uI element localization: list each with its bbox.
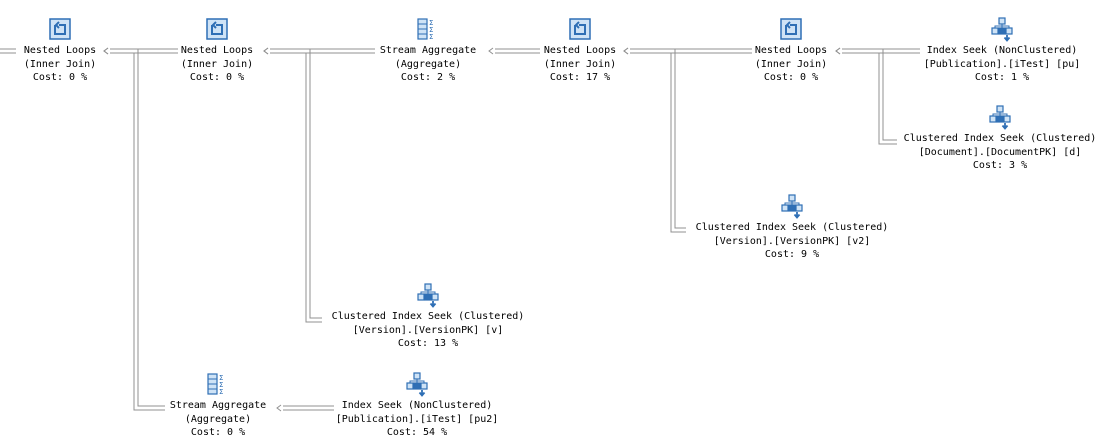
link-n1-n10-arrow [103, 47, 109, 55]
operator-cost: Cost: 9 % [764, 249, 820, 260]
operator-name: Nested Loops [754, 45, 828, 56]
operator-cost: Cost: 0 % [763, 72, 819, 83]
operator-nested-loops-2[interactable]: Nested Loops (Inner Join) Cost: 0 % [165, 16, 269, 85]
link-n5-n7-rail-a [842, 48, 897, 141]
svg-text:Σ: Σ [429, 26, 433, 34]
link-n10-n11-arrow [276, 404, 282, 412]
operator-nested-loops-4[interactable]: Nested Loops (Inner Join) Cost: 0 % [739, 16, 843, 85]
operator-clustered-index-seek-d[interactable]: Clustered Index Seek (Clustered) [Docume… [888, 104, 1112, 173]
operator-cost: Cost: 3 % [972, 160, 1028, 171]
index-seek-icon [991, 17, 1013, 42]
operator-nested-loops-1[interactable]: Nested Loops (Inner Join) Cost: 0 % [8, 16, 112, 85]
link-n5-n7-arrow [835, 47, 841, 55]
link-n4-n8-arrow [623, 47, 629, 55]
operator-name: Clustered Index Seek (Clustered) [331, 311, 525, 322]
operator-stream-aggregate-2[interactable]: Σ Σ Σ Stream Aggregate (Aggregate) Cost:… [152, 371, 284, 440]
operator-cost: Cost: 0 % [189, 72, 245, 83]
operator-name: Index Seek (NonClustered) [341, 400, 493, 411]
operator-detail: [Version].[VersionPK] [v] [352, 324, 504, 336]
operator-detail: [Publication].[iTest] [pu] [923, 58, 1081, 70]
svg-text:Σ: Σ [219, 388, 223, 396]
link-n5-n7-rail-b [842, 52, 897, 145]
operator-detail: [Document].[DocumentPK] [d] [918, 146, 1082, 158]
operator-cost: Cost: 0 % [190, 427, 246, 438]
operator-detail: (Inner Join) [23, 58, 97, 70]
operator-name: Stream Aggregate [169, 400, 267, 411]
stream-aggregate-icon: Σ Σ Σ [417, 18, 433, 41]
clustered-index-seek-icon [417, 283, 439, 308]
link-n2-n9-rail-a [270, 48, 322, 319]
operator-cost: Cost: 0 % [32, 72, 88, 83]
operator-name: Index Seek (NonClustered) [926, 45, 1078, 56]
operator-index-seek-pu2[interactable]: Index Seek (NonClustered) [Publication].… [322, 371, 512, 440]
operator-detail: (Aggregate) [394, 58, 462, 70]
nested-loops-icon [780, 18, 802, 40]
link-n3-n4-arrow [488, 47, 494, 55]
operator-stream-aggregate-1[interactable]: Σ Σ Σ Stream Aggregate (Aggregate) Cost:… [362, 16, 494, 85]
stream-aggregate-icon: Σ Σ Σ [207, 373, 223, 396]
link-n4-n8-rail-a [630, 48, 686, 229]
operator-name: Nested Loops [543, 45, 617, 56]
operator-cost: Cost: 1 % [974, 72, 1030, 83]
nested-loops-icon [49, 18, 71, 40]
link-n1-n10-rail-a [110, 48, 165, 407]
operator-detail: (Inner Join) [180, 58, 254, 70]
operator-cost: Cost: 54 % [386, 427, 448, 438]
svg-text:Σ: Σ [429, 19, 433, 27]
operator-name: Clustered Index Seek (Clustered) [903, 133, 1097, 144]
clustered-index-seek-icon [781, 194, 803, 219]
operator-name: Stream Aggregate [379, 45, 477, 56]
operator-detail: (Aggregate) [184, 413, 252, 425]
link-n2-n9-rail-b [270, 52, 322, 323]
nested-loops-icon [569, 18, 591, 40]
operator-name: Nested Loops [23, 45, 97, 56]
operator-nested-loops-3[interactable]: Nested Loops (Inner Join) Cost: 17 % [528, 16, 632, 85]
svg-text:Σ: Σ [429, 33, 433, 41]
operator-name: Nested Loops [180, 45, 254, 56]
operator-name: Clustered Index Seek (Clustered) [695, 222, 889, 233]
link-n1-n10-rail-b [110, 52, 165, 411]
svg-text:Σ: Σ [219, 374, 223, 382]
link-n2-n9-arrow [263, 47, 269, 55]
link-n4-n8-rail-b [630, 52, 686, 233]
operator-detail: (Inner Join) [754, 58, 828, 70]
operator-detail: [Version].[VersionPK] [v2] [713, 235, 871, 247]
operator-detail: [Publication].[iTest] [pu2] [335, 413, 499, 425]
operator-cost: Cost: 17 % [549, 72, 611, 83]
index-seek-icon [406, 372, 428, 397]
operator-cost: Cost: 13 % [397, 338, 459, 349]
nested-loops-icon [206, 18, 228, 40]
operator-clustered-index-seek-v2[interactable]: Clustered Index Seek (Clustered) [Versio… [680, 193, 904, 262]
clustered-index-seek-icon [989, 105, 1011, 130]
operator-cost: Cost: 2 % [400, 72, 456, 83]
svg-text:Σ: Σ [219, 381, 223, 389]
operator-index-seek-pu[interactable]: Index Seek (NonClustered) [Publication].… [912, 16, 1092, 85]
operator-detail: (Inner Join) [543, 58, 617, 70]
operator-clustered-index-seek-v[interactable]: Clustered Index Seek (Clustered) [Versio… [316, 282, 540, 351]
